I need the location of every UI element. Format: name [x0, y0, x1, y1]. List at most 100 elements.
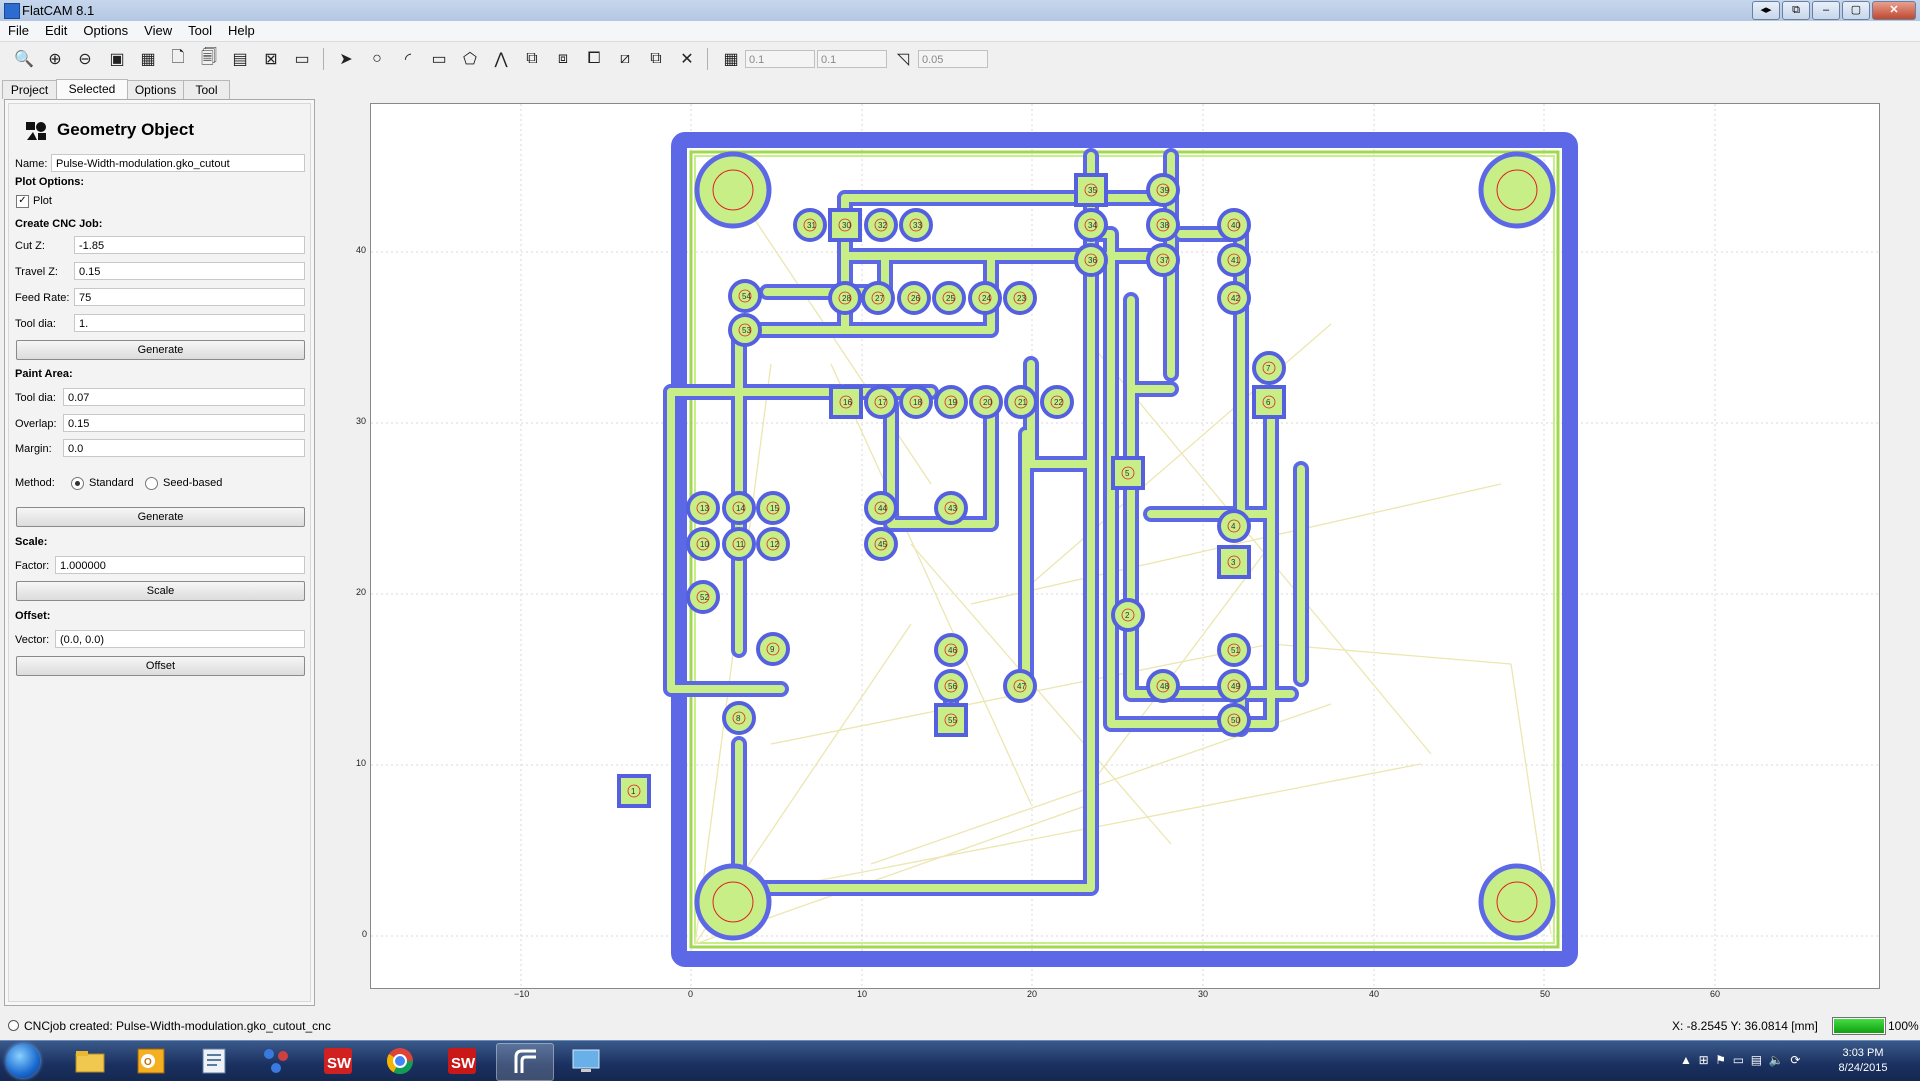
sync-icon[interactable]: ⟳ [1790, 1053, 1801, 1067]
solidworks-explorer-icon[interactable]: SW [434, 1043, 490, 1079]
x-tick-label: 0 [688, 989, 694, 999]
drill-hole [907, 291, 921, 305]
arc-icon[interactable]: ◜ [404, 51, 412, 68]
vector-field[interactable]: (0.0, 0.0) [55, 630, 305, 648]
battery-icon[interactable]: ▭ [1732, 1053, 1745, 1067]
tab-selected[interactable]: Selected [56, 79, 128, 100]
pad-number-label: 35 [1088, 186, 1097, 195]
rectangle-icon[interactable]: ▭ [431, 51, 447, 68]
snap-button[interactable]: ⧉ [1782, 1, 1810, 20]
solidworks-icon[interactable]: SW [310, 1043, 366, 1079]
path-icon[interactable]: ⋀ [494, 51, 508, 68]
cut-z-field[interactable]: -1.85 [74, 236, 305, 254]
pad-number-label: 16 [843, 398, 852, 407]
drill-hole [874, 395, 888, 409]
minimize-button[interactable]: – [1812, 1, 1840, 20]
zoom-in-icon[interactable]: ⊕ [48, 51, 62, 68]
copy-icon[interactable]: ⧉ [650, 50, 662, 67]
shell-icon[interactable]: ▭ [294, 51, 310, 68]
drill-hole [944, 643, 958, 657]
drill-hole [696, 501, 710, 515]
drill-hole [1156, 679, 1170, 693]
grid-snap-icon[interactable]: ▦ [723, 51, 739, 68]
pad [1146, 669, 1180, 703]
new-blank-icon[interactable]: 🗋 [171, 48, 185, 66]
tab-project[interactable]: Project [2, 80, 57, 99]
tool-dia-field[interactable]: 1. [74, 314, 305, 332]
network-app-icon[interactable] [248, 1043, 304, 1079]
chrome-icon[interactable] [372, 1043, 428, 1079]
pad-number-label: 45 [878, 540, 887, 549]
clear-plot-icon[interactable]: ▦ [140, 51, 156, 68]
subtract-icon[interactable]: ⧠ [587, 50, 601, 67]
circle-icon[interactable]: ○ [372, 50, 382, 67]
pad-number-label: 33 [913, 221, 922, 230]
flatcam-taskbar-icon[interactable] [496, 1043, 554, 1081]
union-icon[interactable]: ⧉ [526, 50, 538, 67]
window-title: FlatCAM 8.1 [22, 3, 95, 18]
new-geometry-icon[interactable]: 🗐 [201, 48, 217, 66]
status-indicator-icon [8, 1020, 19, 1031]
corner-snap-icon[interactable]: ◹ [896, 51, 910, 68]
zoom-fit-icon[interactable]: 🔍 [14, 51, 34, 68]
pad-number-label: 50 [1231, 716, 1240, 725]
tray-expand-icon[interactable]: ▲ [1680, 1053, 1692, 1067]
factor-field[interactable]: 1.000000 [55, 556, 305, 574]
menu-tool[interactable]: Tool [188, 23, 212, 38]
menu-file[interactable]: File [8, 23, 29, 38]
document-viewer-icon[interactable] [186, 1043, 242, 1079]
zoom-out-icon[interactable]: ⊖ [78, 51, 92, 68]
start-button[interactable] [6, 1044, 40, 1078]
margin-field[interactable]: 0.0 [63, 439, 305, 457]
maximize-button[interactable]: ▢ [1842, 1, 1870, 20]
explorer-icon[interactable] [62, 1043, 118, 1079]
menu-view[interactable]: View [144, 23, 173, 38]
travel-z-field[interactable]: 0.15 [74, 262, 305, 280]
menu-help[interactable]: Help [227, 23, 255, 38]
menu-options[interactable]: Options [83, 23, 129, 38]
close-button[interactable]: ✕ [1872, 1, 1916, 20]
offset-label: Offset: [15, 610, 51, 622]
restore-left-button[interactable]: ◂▸ [1752, 1, 1780, 20]
paint-tool-dia-field[interactable]: 0.07 [63, 388, 305, 406]
offset-button[interactable]: Offset [16, 656, 305, 676]
pad [1074, 243, 1108, 277]
generate-paint-button[interactable]: Generate [16, 507, 305, 527]
grid-y-input[interactable]: 0.1 [817, 50, 887, 68]
polygon-icon[interactable]: ⬠ [463, 51, 477, 68]
delete-shape-icon[interactable]: ✕ [680, 51, 694, 68]
network-icon[interactable]: ▤ [1750, 1053, 1763, 1067]
method-standard-radio[interactable] [71, 477, 84, 490]
windows-flag-icon[interactable]: ⊞ [1698, 1053, 1709, 1067]
replot-icon[interactable]: ▣ [109, 51, 125, 68]
drill-hole [803, 218, 817, 232]
outlook-icon[interactable]: O [124, 1043, 180, 1079]
feed-rate-field[interactable]: 75 [74, 288, 305, 306]
generate-cnc-button[interactable]: Generate [16, 340, 305, 360]
snap-max-input[interactable]: 0.05 [918, 50, 988, 68]
open-gerber-icon[interactable]: ▤ [232, 51, 248, 68]
tab-options[interactable]: Options [127, 80, 184, 99]
x-tick-label: 30 [1198, 989, 1209, 999]
window-controls: ◂▸ ⧉ – ▢ ✕ [1752, 1, 1916, 20]
name-field[interactable]: Pulse-Width-modulation.gko_cutout [51, 154, 305, 172]
intersection-icon[interactable]: ⧈ [557, 50, 569, 67]
select-icon[interactable]: ➤ [339, 51, 353, 68]
cut-icon[interactable]: ⧄ [619, 50, 631, 67]
scale-button[interactable]: Scale [16, 581, 305, 601]
overlap-field[interactable]: 0.15 [63, 414, 305, 432]
flag-icon[interactable]: ⚑ [1715, 1053, 1727, 1067]
grid-x-input[interactable]: 0.1 [745, 50, 815, 68]
volume-icon[interactable]: 🔈 [1768, 1053, 1784, 1067]
remote-desktop-icon[interactable] [558, 1043, 614, 1079]
x-tick-label: −10 [514, 989, 530, 999]
tab-tool[interactable]: Tool [183, 80, 230, 99]
delete-icon[interactable]: ⊠ [264, 51, 278, 68]
plot-checkbox[interactable]: ✓ [16, 195, 29, 208]
method-seed-radio[interactable] [145, 477, 158, 490]
menu-edit[interactable]: Edit [44, 23, 68, 38]
pad-number-label: 18 [913, 398, 922, 407]
